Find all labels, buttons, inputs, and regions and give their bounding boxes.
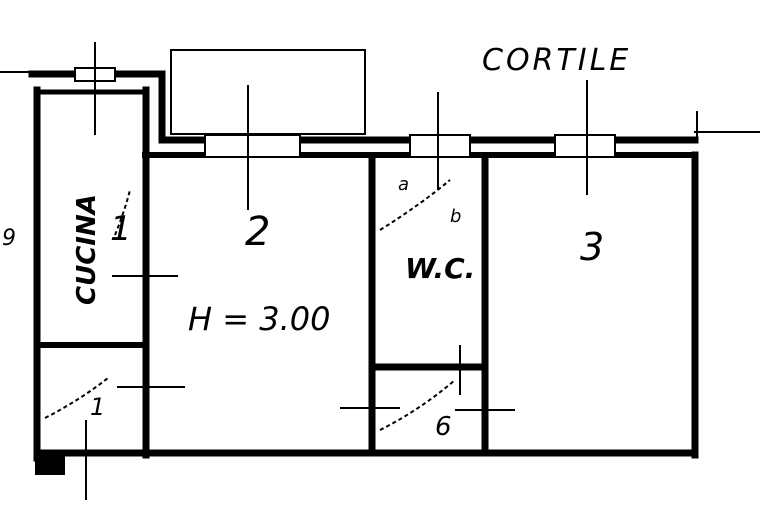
- window: [409, 134, 471, 158]
- walls: [0, 49, 760, 475]
- room-2-number: 2: [245, 209, 270, 255]
- height-note: H = 3.00: [188, 300, 330, 338]
- courtyard-label: CORTILE: [482, 43, 631, 78]
- kitchen-number: 1: [110, 209, 132, 249]
- door-marks: [44, 42, 588, 500]
- entry-pillar: [35, 455, 65, 475]
- room-3-number: 3: [580, 225, 604, 269]
- wc-mark-a: a: [398, 174, 409, 195]
- annex-outline: [170, 49, 366, 135]
- labels: CORTILE CUCINA 1 2 H = 3.00 W.C. 3 a b 6…: [2, 43, 631, 442]
- corridor-mark: 6: [435, 412, 452, 442]
- entry-mark: 1: [90, 393, 105, 421]
- kitchen-label: CUCINA: [72, 194, 102, 305]
- left-edge-mark: 9: [2, 226, 16, 251]
- wc-label: W.C.: [405, 252, 475, 285]
- window: [554, 134, 616, 158]
- windows: [74, 67, 616, 158]
- wc-mark-b: b: [450, 206, 461, 227]
- window: [204, 134, 301, 158]
